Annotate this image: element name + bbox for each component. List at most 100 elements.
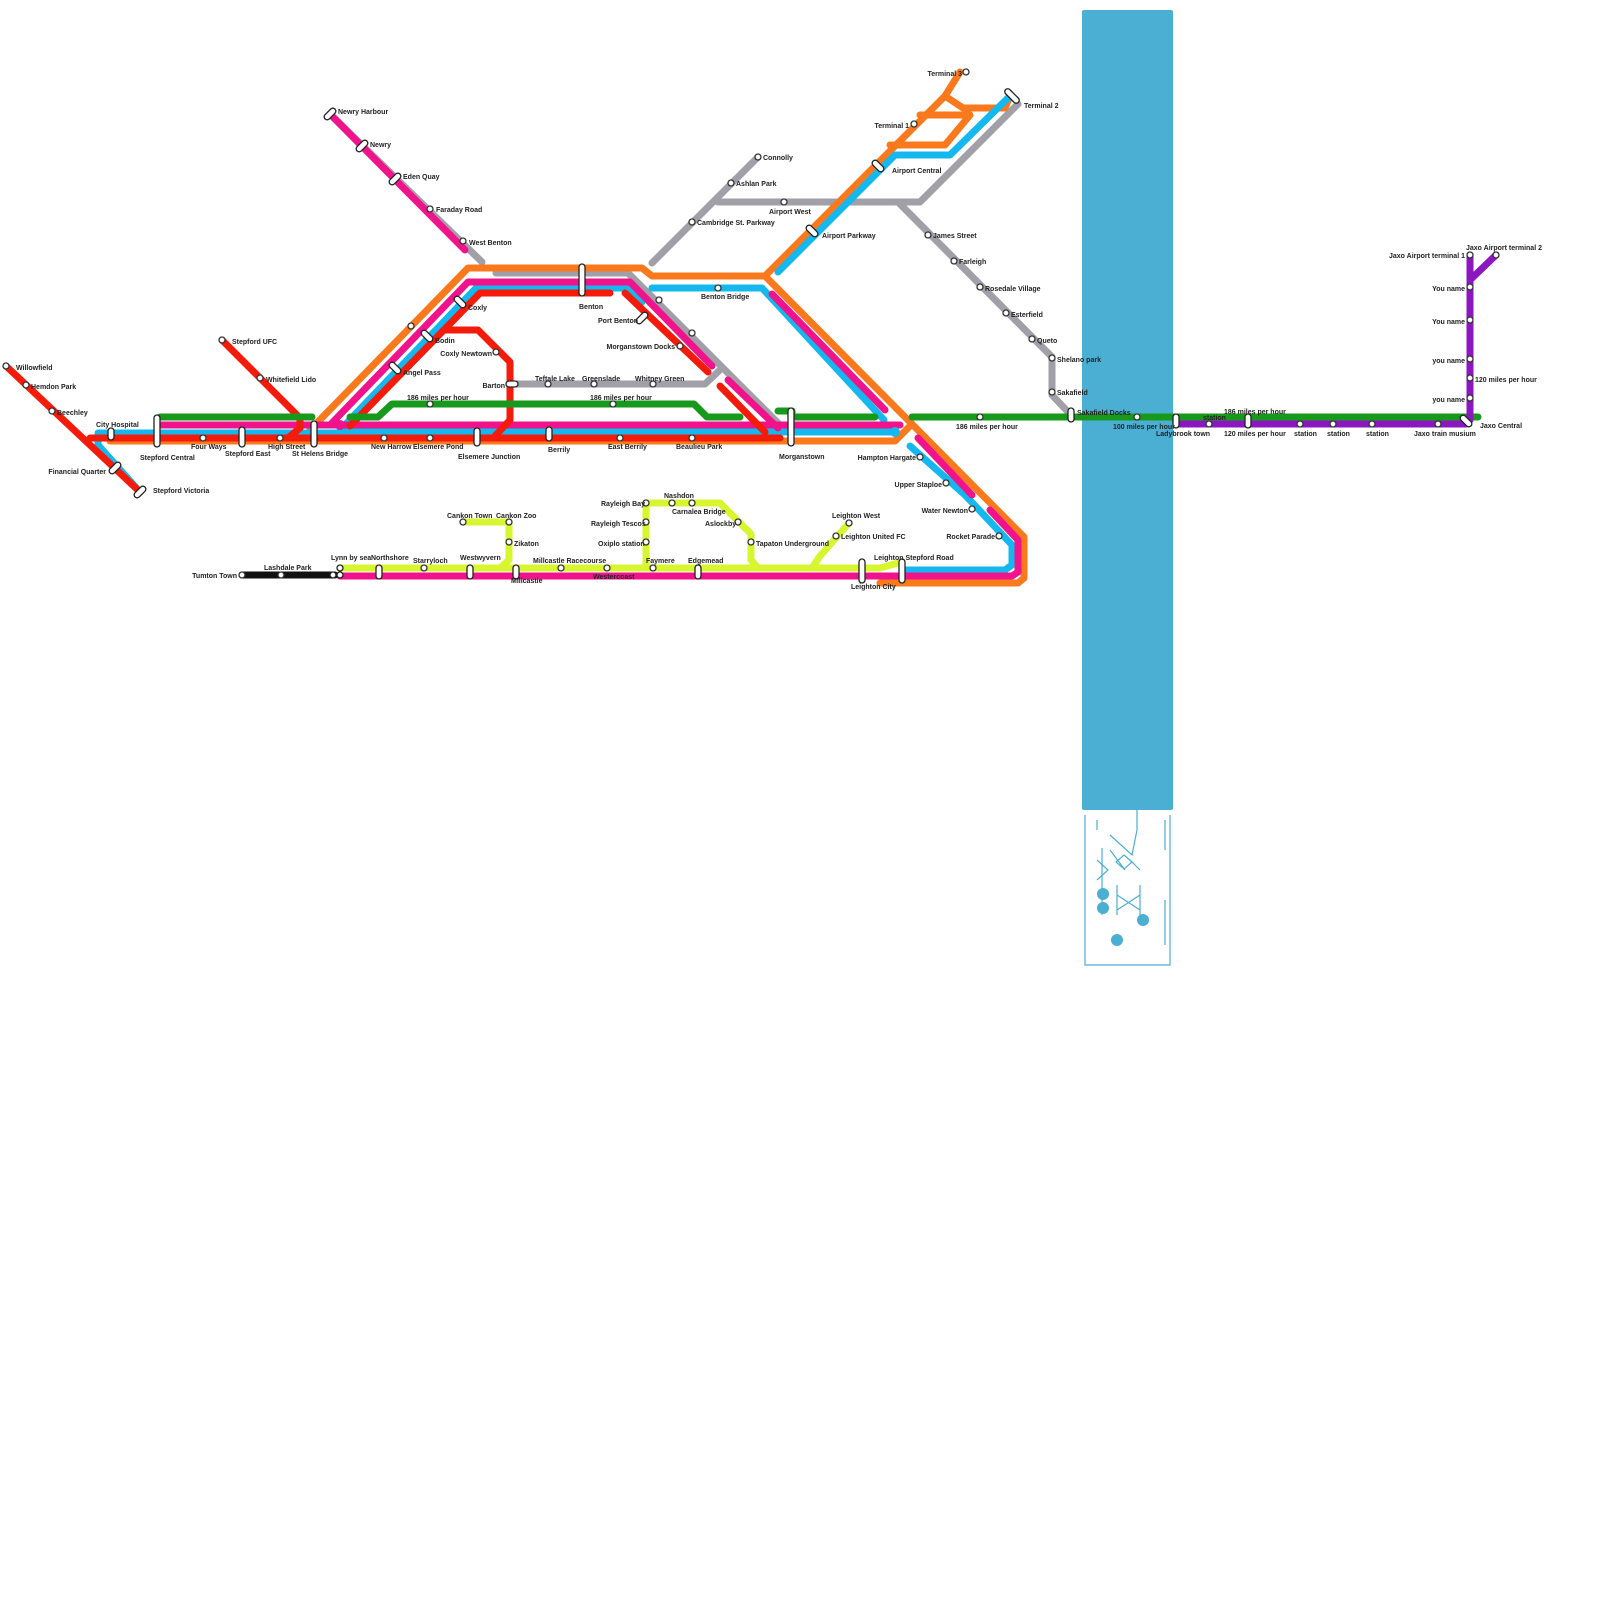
station-shelano-park[interactable] xyxy=(1049,355,1055,361)
station-label-water-newton: Water Newton xyxy=(922,508,968,515)
station-beechley[interactable] xyxy=(49,408,55,414)
station-you-name-2[interactable] xyxy=(1467,317,1473,323)
station-label-stepford-central: Stepford Central xyxy=(140,455,195,462)
station-label-barton: Barton xyxy=(482,383,505,390)
station-hemdon-park[interactable] xyxy=(23,382,29,388)
river xyxy=(1082,10,1173,965)
interchange-edgemead[interactable] xyxy=(695,565,701,579)
station-westercoast[interactable] xyxy=(604,565,610,571)
station-cambridge-st-parkway[interactable] xyxy=(689,219,695,225)
station-leighton-west[interactable] xyxy=(846,520,852,526)
station-connolly[interactable] xyxy=(755,154,761,160)
station-leighton-united-fc[interactable] xyxy=(833,533,839,539)
station-you-name-4[interactable] xyxy=(1467,395,1473,401)
station-lashdale-park[interactable] xyxy=(278,572,284,578)
grey-line-sakafield[interactable] xyxy=(898,202,1070,414)
interchange-st-helens-bridge[interactable] xyxy=(311,421,317,447)
station-unlabelled-1[interactable] xyxy=(408,323,414,329)
interchange-stepford-east[interactable] xyxy=(239,427,245,447)
station-nashdon[interactable] xyxy=(669,500,675,506)
station-coxly-newtown[interactable] xyxy=(493,349,499,355)
station-esterfield[interactable] xyxy=(1003,310,1009,316)
interchange-northshore[interactable] xyxy=(376,565,382,579)
station-high-street[interactable] xyxy=(277,435,283,441)
station-upper-staploe[interactable] xyxy=(943,480,949,486)
station-speed-2[interactable] xyxy=(610,401,616,407)
station-rosedale-village[interactable] xyxy=(977,284,983,290)
station-jaxo-airport-terminal-2[interactable] xyxy=(1493,252,1499,258)
station-label-airport-parkway: Airport Parkway xyxy=(822,233,876,240)
interchange-lynn-by-sea[interactable] xyxy=(337,565,343,571)
station-speed-4[interactable] xyxy=(1134,414,1140,420)
station-airport-west[interactable] xyxy=(781,199,787,205)
station-east-berrily[interactable] xyxy=(617,435,623,441)
station-station-a[interactable] xyxy=(1206,421,1212,427)
station-label-esterfield: Esterfield xyxy=(1011,312,1043,319)
pink-line-newry[interactable] xyxy=(330,114,465,250)
station-label-jaxo-train-musium: Jaxo train musium xyxy=(1414,431,1476,438)
station-farleigh[interactable] xyxy=(951,258,957,264)
station-speed-7[interactable] xyxy=(1467,375,1473,381)
station-faymere[interactable] xyxy=(650,565,656,571)
station-stepford-ufc[interactable] xyxy=(219,337,225,343)
station-starryloch[interactable] xyxy=(421,565,427,571)
station-zikaton[interactable] xyxy=(506,539,512,545)
station-water-newton[interactable] xyxy=(969,506,975,512)
station-james-street[interactable] xyxy=(925,232,931,238)
station-west-benton[interactable] xyxy=(460,238,466,244)
station-beaulieu-park[interactable] xyxy=(689,435,695,441)
interchange-leighton-city[interactable] xyxy=(859,559,865,583)
station-you-name-3[interactable] xyxy=(1467,356,1473,362)
river-dot-2 xyxy=(1097,902,1109,914)
interchange-barton[interactable] xyxy=(506,381,518,387)
station-jaxo-train-musium[interactable] xyxy=(1435,421,1441,427)
station-benton-bridge[interactable] xyxy=(715,285,721,291)
interchange-elsemere-junction[interactable] xyxy=(474,428,480,446)
station-ashlan-park[interactable] xyxy=(728,180,734,186)
station-jaxo-airport-terminal-1[interactable] xyxy=(1467,252,1473,258)
station-four-ways[interactable] xyxy=(200,435,206,441)
station-tumton-town[interactable] xyxy=(239,572,245,578)
station-speed-1[interactable] xyxy=(427,401,433,407)
station-tapaton-underground[interactable] xyxy=(748,539,754,545)
station-you-name-1[interactable] xyxy=(1467,284,1473,290)
station-rocket-parade[interactable] xyxy=(996,533,1002,539)
interchange-city-hospital[interactable] xyxy=(108,428,114,440)
station-morganstown-docks[interactable] xyxy=(677,343,683,349)
interchange-berrily[interactable] xyxy=(546,427,552,441)
interchange-morganstown[interactable] xyxy=(788,408,794,446)
station-new-harrow[interactable] xyxy=(381,435,387,441)
station-elsemere-pond[interactable] xyxy=(427,435,433,441)
station-label-hemdon-park: Hemdon Park xyxy=(31,384,76,391)
interchange-sakafield-docks[interactable] xyxy=(1068,408,1074,422)
station-sakafield[interactable] xyxy=(1049,389,1055,395)
station-cankon-town[interactable] xyxy=(460,519,466,525)
station-terminal-1[interactable] xyxy=(911,121,917,127)
station-terminal-3[interactable] xyxy=(963,69,969,75)
station-carnalea-bridge[interactable] xyxy=(689,500,695,506)
interchange-benton[interactable] xyxy=(579,264,585,296)
station-label-west-benton: West Benton xyxy=(469,240,512,247)
interchange-tumton-end[interactable] xyxy=(330,572,336,578)
station-hampton-hargate[interactable] xyxy=(917,454,923,460)
station-station-b[interactable] xyxy=(1297,421,1303,427)
station-station-c[interactable] xyxy=(1330,421,1336,427)
station-cankon-zoo[interactable] xyxy=(506,519,512,525)
station-faraday-road[interactable] xyxy=(427,206,433,212)
interchange-westwyvern[interactable] xyxy=(467,565,473,579)
station-station-d[interactable] xyxy=(1369,421,1375,427)
interchange-lynn-by-sea-lower[interactable] xyxy=(337,572,343,578)
station-millcastle-racecourse[interactable] xyxy=(558,565,564,571)
station-label-speed-6: 120 miles per hour xyxy=(1224,431,1286,438)
station-whitefield-lido[interactable] xyxy=(257,375,263,381)
station-label-faraday-road: Faraday Road xyxy=(436,207,482,214)
interchange-stepford-central[interactable] xyxy=(154,415,160,447)
interchange-leighton-stepford-road[interactable] xyxy=(899,559,905,583)
station-willowfield[interactable] xyxy=(3,363,9,369)
station-unlabelled-2[interactable] xyxy=(656,297,662,303)
station-queto[interactable] xyxy=(1029,336,1035,342)
station-unlabelled-3[interactable] xyxy=(689,330,695,336)
interchange-speed-5[interactable] xyxy=(1245,414,1251,428)
station-speed-3[interactable] xyxy=(977,414,983,420)
